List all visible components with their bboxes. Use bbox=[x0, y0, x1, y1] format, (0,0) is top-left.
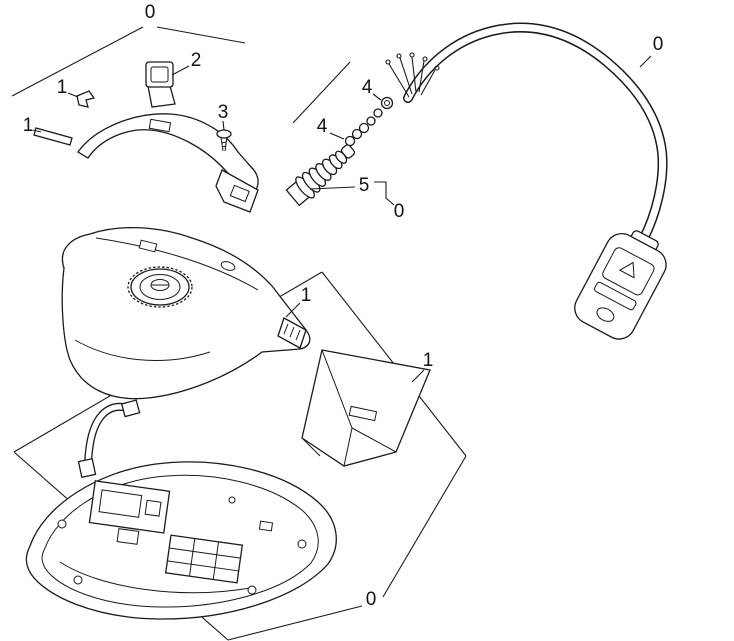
callout-cable-group: 0 bbox=[652, 34, 664, 55]
screw bbox=[216, 129, 232, 152]
clip bbox=[76, 90, 96, 108]
switch bbox=[145, 61, 176, 108]
iron-upper-housing bbox=[61, 226, 311, 400]
callout-strain-relief-group: 0 bbox=[393, 201, 405, 222]
steam-dial bbox=[127, 266, 193, 308]
warning-triangle-icon bbox=[618, 261, 635, 279]
callout-spring-lower: 4 bbox=[316, 116, 328, 137]
handle-cover bbox=[77, 113, 259, 213]
callout-strain-relief: 5 bbox=[358, 175, 370, 196]
callout-stand: 1 bbox=[422, 350, 434, 371]
cable-wire-ends bbox=[385, 52, 440, 98]
callout-ring-nut-upper: 4 bbox=[361, 77, 373, 98]
tube-fitting bbox=[77, 457, 97, 479]
strip bbox=[33, 127, 73, 146]
callout-iron-housing: 1 bbox=[300, 285, 312, 306]
boiler-box bbox=[88, 480, 171, 534]
stand-plate bbox=[301, 349, 431, 467]
strain-relief-grommet bbox=[285, 144, 356, 207]
base-assembly bbox=[25, 457, 337, 620]
spring-and-rings bbox=[344, 96, 394, 147]
handle-end-bracket bbox=[215, 169, 259, 213]
callout-base-group: 0 bbox=[365, 589, 377, 610]
supply-cable bbox=[385, 22, 668, 340]
rear-connector-tab bbox=[277, 317, 307, 349]
callout-clip: 1 bbox=[56, 77, 68, 98]
callout-handle-group: 0 bbox=[144, 2, 156, 23]
callout-strip: 1 bbox=[22, 115, 34, 136]
cable-connector bbox=[574, 230, 667, 340]
pump-box bbox=[164, 534, 244, 584]
callout-screw: 3 bbox=[217, 102, 229, 123]
callout-switch: 2 bbox=[190, 50, 202, 71]
water-tube bbox=[84, 399, 141, 472]
leader-lines bbox=[32, 55, 652, 383]
